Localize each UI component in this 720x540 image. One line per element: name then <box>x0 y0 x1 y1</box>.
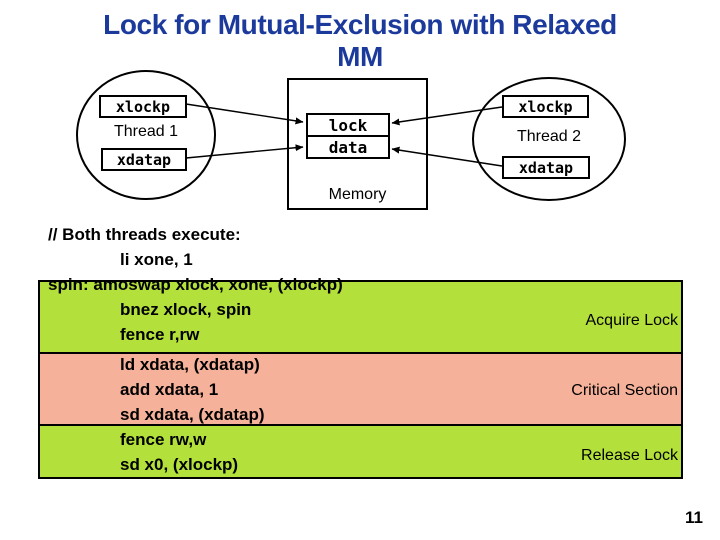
memory-label: Memory <box>328 186 387 203</box>
memory-data-cell: data <box>306 135 390 159</box>
code-line-fence-rw-w: fence rw,w <box>120 430 207 449</box>
page-number: 11 <box>685 508 703 527</box>
code-line-spin-amoswap: spin: amoswap xlock, xone, (xlockp) <box>48 275 343 294</box>
arrow-t1-xdatap-to-data <box>185 144 304 159</box>
code-line-fence-r-rw: fence r,rw <box>120 325 200 344</box>
thread2-xdatap-box: xdatap <box>502 156 590 179</box>
thread1-xdatap-box: xdatap <box>101 148 187 171</box>
code-block <box>38 280 683 479</box>
thread1-xlockp-box: xlockp <box>99 95 187 118</box>
release-lock-band <box>38 425 683 479</box>
slide-title-line1: Lock for Mutual-Exclusion with Relaxed <box>103 9 617 40</box>
critical-section-band <box>38 353 683 425</box>
code-line-sd-xdata: sd xdata, (xdatap) <box>120 405 265 424</box>
memory-box <box>287 78 428 210</box>
code-line-bnez: bnez xlock, spin <box>120 300 252 319</box>
thread2-xlockp-box: xlockp <box>502 95 589 118</box>
release-lock-label: Release Lock <box>581 447 678 464</box>
band-divider-bottom <box>38 424 683 426</box>
memory-lock-cell: lock <box>306 113 390 137</box>
code-line-ld: ld xdata, (xdatap) <box>120 355 260 374</box>
band-divider-top <box>38 352 683 354</box>
slide-title-line2: MM <box>337 41 383 72</box>
code-line-add: add xdata, 1 <box>120 380 219 399</box>
acquire-lock-band <box>38 280 683 353</box>
code-line-li: li xone, 1 <box>120 250 193 269</box>
thread2-label: Thread 2 <box>516 128 582 145</box>
acquire-lock-label: Acquire Lock <box>585 312 679 329</box>
code-line-sd-x0: sd x0, (xlockp) <box>120 455 239 474</box>
slide-title: Lock for Mutual-Exclusion with Relaxed M… <box>0 9 720 73</box>
code-line-comment: // Both threads execute: <box>48 225 241 244</box>
thread1-label: Thread 1 <box>113 123 179 140</box>
arrow-t2-xlockp-to-lock <box>391 106 503 126</box>
arrow-t2-xdatap-to-data <box>391 146 503 167</box>
critical-section-label: Critical Section <box>571 382 678 399</box>
arrow-t1-xlockp-to-lock <box>185 103 304 125</box>
